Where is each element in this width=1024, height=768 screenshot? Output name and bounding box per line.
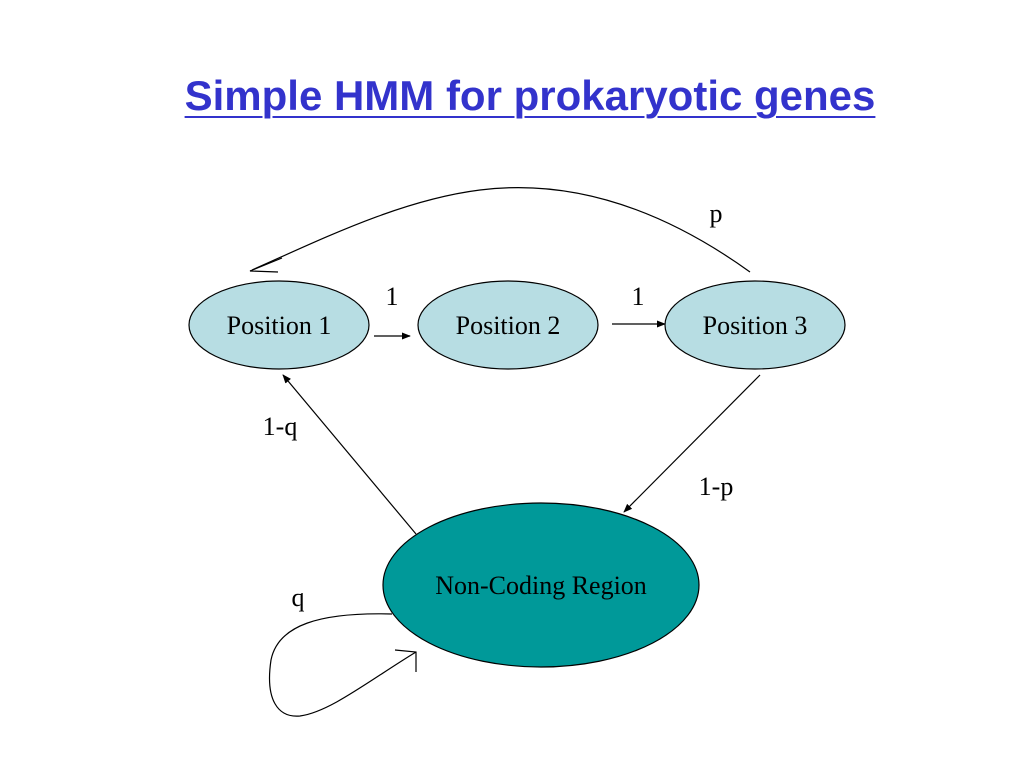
state-position-2-label: Position 2 xyxy=(456,311,561,340)
edge-p3-to-p1 xyxy=(251,187,751,273)
label-noncoding-self: q xyxy=(292,583,305,612)
state-position-2: Position 2 xyxy=(417,280,599,370)
state-noncoding-region: Non-Coding Region xyxy=(382,502,700,668)
edge-p3-to-p1-arrowhead xyxy=(249,257,283,273)
edge-noncoding-self-loop-arrowhead xyxy=(394,649,417,672)
state-position-1-label: Position 1 xyxy=(227,311,332,340)
label-noncoding-to-p1: 1-q xyxy=(263,412,298,441)
state-position-3-label: Position 3 xyxy=(703,311,808,340)
label-p2-to-p3: 1 xyxy=(632,282,645,311)
edge-p3-to-noncoding xyxy=(623,374,761,513)
label-p3-to-p1: p xyxy=(710,199,723,228)
state-position-3: Position 3 xyxy=(664,280,846,370)
label-p1-to-p2: 1 xyxy=(386,282,399,311)
state-noncoding-label: Non-Coding Region xyxy=(435,571,647,600)
label-p3-to-noncoding: 1-p xyxy=(699,472,734,501)
edge-noncoding-to-p1 xyxy=(282,374,417,535)
edge-noncoding-self-loop xyxy=(269,613,417,717)
slide-title: Simple HMM for prokaryotic genes xyxy=(184,72,876,119)
state-position-1: Position 1 xyxy=(188,280,370,370)
